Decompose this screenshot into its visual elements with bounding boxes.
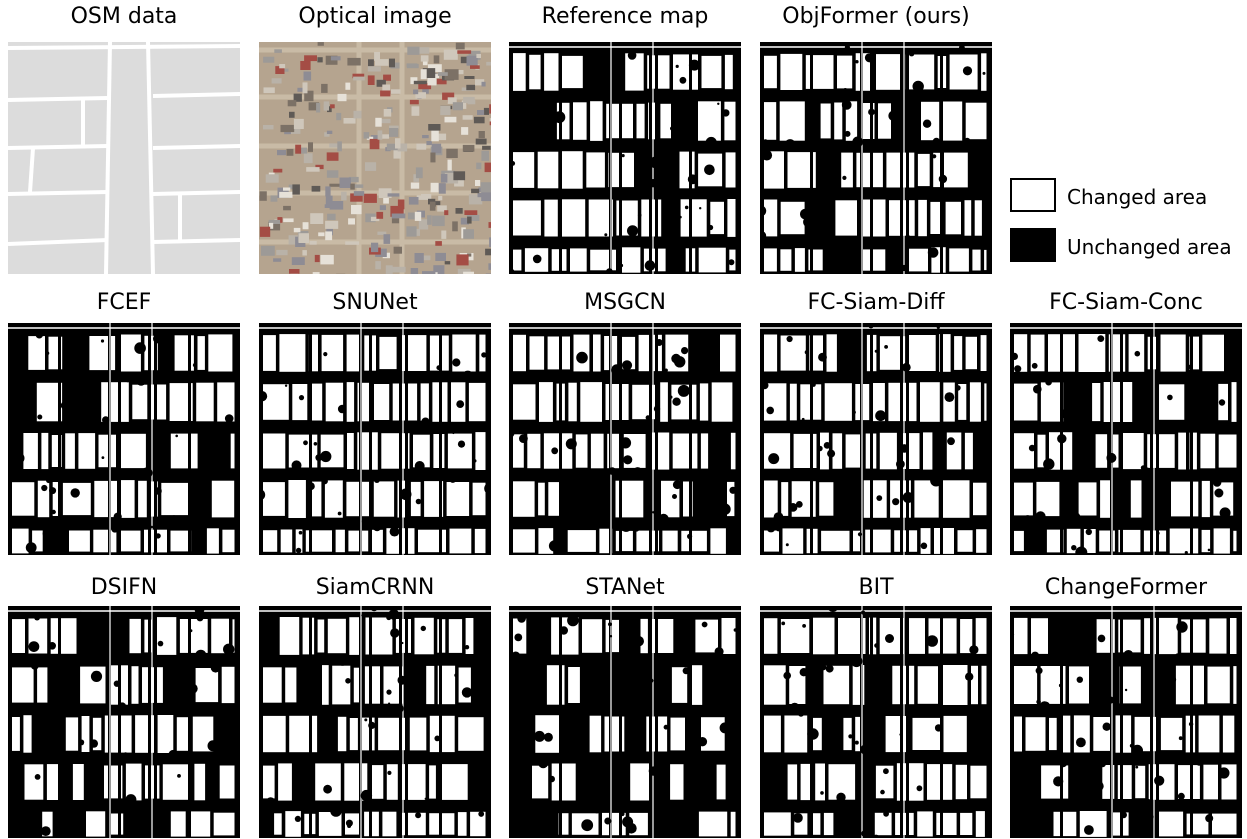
- legend-swatch-unchanged: [1010, 228, 1056, 262]
- panel-title: FC-Siam-Diff: [807, 290, 945, 315]
- panel-title: ObjFormer (ours): [782, 4, 970, 29]
- panel-title: Reference map: [541, 4, 709, 29]
- panel-image: [259, 42, 491, 274]
- panel-title: FC-Siam-Conc: [1049, 290, 1203, 315]
- panel-title: Optical image: [298, 4, 452, 29]
- panel-image: [8, 323, 240, 555]
- panel-image: [509, 323, 741, 555]
- legend-label-changed: Changed area: [1067, 185, 1208, 209]
- panel-image: [1010, 323, 1242, 555]
- panel-title: MSGCN: [584, 290, 666, 315]
- panel-title: SNUNet: [332, 290, 418, 315]
- panel-image: [8, 606, 240, 838]
- panel-image: [760, 606, 992, 838]
- panel-image: [509, 42, 741, 274]
- legend-swatch-changed: [1010, 178, 1056, 212]
- panel-image: [259, 323, 491, 555]
- panel-image: [259, 606, 491, 838]
- panel-image: [1010, 606, 1242, 838]
- panel-title: SiamCRNN: [315, 575, 435, 600]
- legend-label-unchanged: Unchanged area: [1067, 235, 1232, 259]
- panel-image: [760, 42, 992, 274]
- panel-title: OSM data: [70, 4, 178, 29]
- panel-image: [760, 323, 992, 555]
- panel-title: FCEF: [96, 290, 152, 315]
- panel-image: [509, 606, 741, 838]
- panel-title: BIT: [858, 575, 894, 600]
- panel-image: [8, 42, 240, 274]
- panel-title: ChangeFormer: [1044, 575, 1208, 600]
- panel-title: DSIFN: [90, 575, 158, 600]
- panel-title: STANet: [585, 575, 665, 600]
